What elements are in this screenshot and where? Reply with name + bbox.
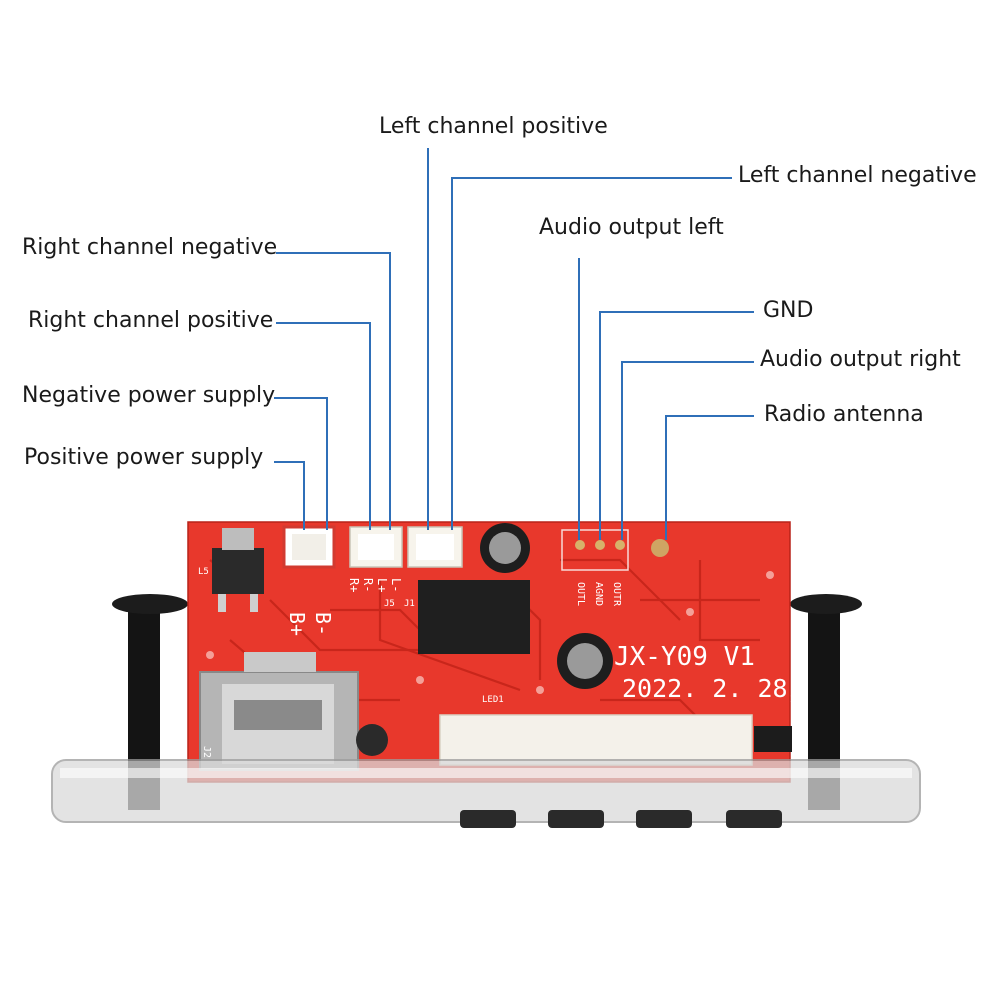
silk-j1: J1 — [404, 599, 415, 609]
label-negative-power-supply: Negative power supply — [22, 383, 276, 408]
silk-agnd: AGND — [593, 582, 604, 606]
leader-negative-power-supply — [274, 397, 328, 530]
label-left-channel-positive: Left channel positive — [379, 114, 608, 139]
left-channel-connector — [407, 526, 463, 568]
board-model: JX-Y09 V1 — [614, 642, 755, 672]
silk-l-minus: L- — [389, 578, 403, 592]
leader-audio-output-right — [621, 361, 754, 540]
leader-right-channel-positive — [276, 322, 371, 530]
leader-lines — [274, 148, 754, 540]
display-window — [439, 714, 753, 766]
silk-b-minus: B- — [311, 612, 335, 636]
leader-radio-antenna — [665, 415, 754, 540]
silk-ir1: IR1 — [790, 695, 806, 705]
main-chip — [418, 580, 530, 654]
capacitor-top — [480, 523, 530, 573]
silk-l5: L5 — [198, 567, 209, 577]
usb-port — [199, 652, 359, 771]
radio-antenna-pad — [651, 539, 669, 557]
power-connector — [282, 525, 336, 569]
silk-b-plus: B+ — [285, 612, 309, 636]
label-right-channel-positive: Right channel positive — [28, 308, 274, 333]
label-right-channel-negative: Right channel negative — [22, 235, 278, 260]
silk-r-minus: R- — [361, 578, 375, 592]
leader-positive-power-supply — [274, 461, 305, 530]
silk-l-plus: L+ — [375, 578, 389, 592]
silk-outl: OUTL — [575, 582, 586, 606]
leader-right-channel-negative — [276, 252, 391, 530]
leader-left-channel-negative — [451, 177, 732, 530]
right-channel-connector — [349, 526, 403, 568]
label-audio-output-left: Audio output left — [539, 215, 724, 240]
acrylic-panel — [51, 759, 921, 828]
silk-j5: J5 — [384, 599, 395, 609]
ir-receiver — [754, 726, 792, 752]
silk-j2: J2 — [201, 746, 212, 758]
buzzer — [356, 724, 388, 756]
label-audio-output-right: Audio output right — [760, 347, 961, 372]
board-date: 2022. 2. 28 — [622, 674, 788, 703]
capacitor-mid — [557, 633, 613, 689]
silk-led1: LED1 — [482, 695, 504, 705]
label-radio-antenna: Radio antenna — [764, 402, 924, 427]
silk-r-plus: R+ — [347, 578, 361, 592]
leader-gnd — [599, 311, 754, 540]
label-positive-power-supply: Positive power supply — [24, 445, 264, 470]
label-left-channel-negative: Left channel negative — [738, 163, 977, 188]
silk-outr: OUTR — [611, 582, 622, 607]
audio-output-pads — [561, 529, 629, 571]
voltage-regulator — [212, 528, 264, 612]
label-gnd: GND — [763, 298, 814, 323]
